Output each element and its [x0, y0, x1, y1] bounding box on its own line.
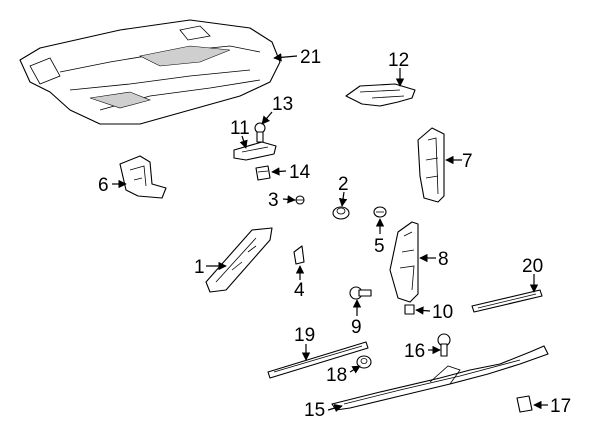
callout-15: 15	[304, 400, 325, 421]
leader-15	[327, 404, 343, 413]
part-13-bolt[interactable]	[254, 122, 266, 143]
part-20-sill-plate[interactable]	[471, 289, 543, 313]
part-11-plate[interactable]	[233, 141, 277, 161]
callout-6: 6	[98, 175, 109, 196]
leader-18	[349, 365, 361, 374]
part-10-nut[interactable]	[404, 304, 415, 315]
part-19-sill-plate[interactable]	[267, 341, 369, 379]
part-8-reinforcement[interactable]	[389, 221, 419, 303]
part-18-grommet[interactable]	[356, 355, 372, 369]
callout-14: 14	[289, 162, 311, 183]
callout-2: 2	[338, 174, 349, 195]
leader-14	[271, 167, 287, 176]
callout-1: 1	[194, 257, 205, 278]
callout-18: 18	[326, 365, 347, 386]
callout-4: 4	[294, 280, 305, 301]
part-14-clip[interactable]	[255, 165, 271, 181]
callout-10: 10	[432, 302, 453, 323]
part-3-fastener[interactable]	[295, 195, 305, 205]
callout-13: 13	[272, 94, 293, 115]
part-12-crossmember[interactable]	[345, 83, 416, 107]
callout-3: 3	[268, 190, 279, 211]
part-21-floor-pan[interactable]	[19, 19, 281, 125]
leader-13	[261, 111, 273, 125]
part-6-bracket[interactable]	[119, 155, 167, 199]
callout-5: 5	[374, 236, 385, 257]
part-4-clip[interactable]	[293, 245, 305, 265]
part-1-rocker-inner[interactable]	[205, 227, 273, 293]
callout-11: 11	[230, 118, 250, 139]
callout-16: 16	[404, 341, 425, 362]
part-16-bolt[interactable]	[437, 333, 451, 357]
part-2-grommet[interactable]	[332, 206, 350, 220]
part-15-rocker-outer[interactable]	[331, 345, 549, 411]
part-17-clip[interactable]	[516, 395, 533, 413]
callout-20: 20	[522, 256, 543, 277]
callout-9: 9	[351, 317, 362, 338]
callout-21: 21	[300, 47, 321, 68]
leader-11	[239, 135, 248, 149]
part-7-pillar[interactable]	[417, 127, 445, 203]
part-5-plug[interactable]	[373, 206, 387, 218]
callout-17: 17	[550, 396, 571, 417]
leader-21	[273, 53, 298, 62]
leader-3	[282, 195, 296, 204]
callout-8: 8	[438, 249, 449, 270]
leader-10	[415, 306, 431, 315]
leader-2	[338, 191, 348, 207]
callout-12: 12	[388, 50, 409, 71]
part-9-bolt[interactable]	[349, 286, 372, 300]
callout-19: 19	[294, 325, 315, 346]
callout-7: 7	[462, 151, 473, 172]
